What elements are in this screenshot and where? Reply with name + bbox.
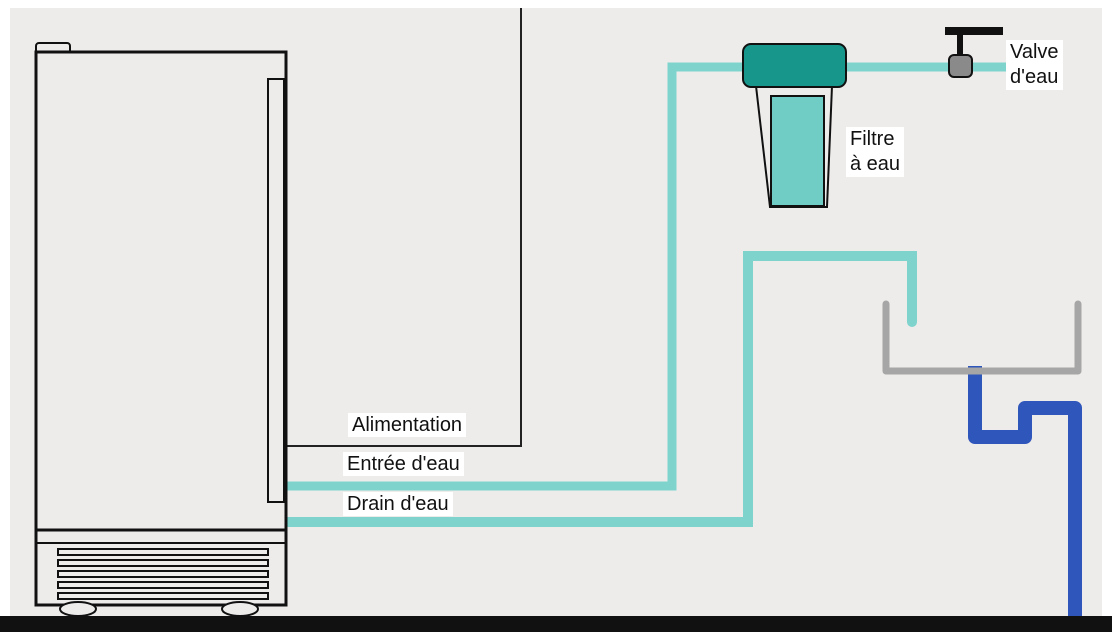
label-water-drain: Drain d'eau (343, 492, 453, 516)
label-water-inlet: Entrée d'eau (343, 452, 464, 476)
label-water-valve-line2: d'eau (1010, 66, 1059, 88)
floor (0, 616, 1112, 632)
water-drain-line (282, 251, 917, 527)
ice-machine (34, 42, 288, 617)
machine-foot (221, 601, 259, 617)
label-water-filter-line2: à eau (850, 153, 901, 175)
label-alimentation: Alimentation (348, 413, 467, 437)
label-water-valve: Valve d'eau (1006, 40, 1063, 90)
door-handle (267, 78, 285, 503)
drain-pipe-trap (968, 366, 1082, 632)
water-valve-icon (945, 27, 1003, 78)
filter-cap (742, 43, 847, 88)
sink-basin (882, 300, 1082, 375)
vent-grille (57, 548, 269, 600)
water-filter (742, 43, 847, 208)
machine-foot (59, 601, 97, 617)
label-water-filter-line1: Filtre (850, 128, 895, 150)
label-water-valve-line1: Valve (1010, 41, 1059, 63)
machine-body (34, 50, 288, 532)
label-water-filter: Filtre à eau (846, 127, 905, 177)
power-cord (287, 8, 522, 447)
filter-cartridge (770, 95, 825, 207)
